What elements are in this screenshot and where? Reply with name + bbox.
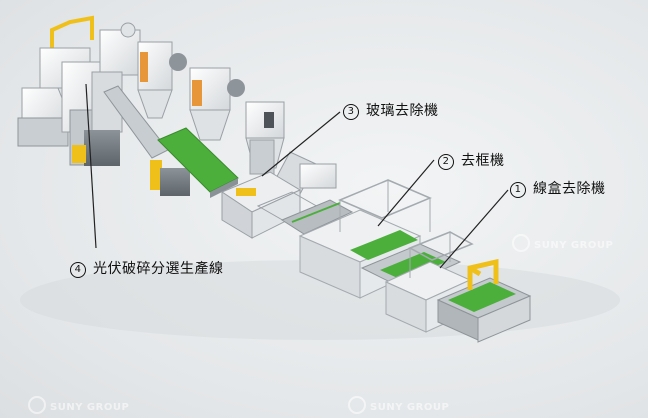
watermark-2: SUNY GROUP bbox=[28, 396, 129, 414]
transfer-conveyor-1 bbox=[280, 199, 354, 235]
glass-removal-machine bbox=[220, 171, 322, 239]
watermark-text-2: SUNY GROUP bbox=[50, 402, 130, 413]
dust-collector-3 bbox=[245, 101, 285, 175]
label-number-4: 4 bbox=[70, 262, 86, 278]
leader-line-1 bbox=[439, 189, 509, 269]
label-text-3: 玻璃去除機 bbox=[366, 103, 439, 119]
watermark-logo-icon bbox=[348, 396, 366, 414]
label-text-1: 線盒去除機 bbox=[533, 181, 606, 197]
watermark-text-1: SUNY GROUP bbox=[534, 240, 614, 251]
watermark-logo-icon bbox=[512, 234, 530, 252]
label-number-3: 3 bbox=[343, 104, 359, 120]
watermark-text-3: SUNY GROUP bbox=[370, 402, 450, 413]
label-text-2: 去框機 bbox=[461, 153, 505, 169]
leader-lines bbox=[85, 83, 509, 269]
label-frame-removal-machine: 2 去框機 bbox=[438, 150, 505, 170]
end-station bbox=[436, 258, 532, 343]
watermark-1: SUNY GROUP bbox=[512, 234, 613, 252]
label-junction-box-removal-machine: 1 線盒去除機 bbox=[510, 178, 606, 198]
leader-line-3 bbox=[261, 111, 341, 177]
label-number-1: 1 bbox=[510, 182, 526, 198]
label-crushing-sorting-line: 4 光伏破碎分選生產線 bbox=[70, 258, 224, 278]
watermark-3: SUNY GROUP bbox=[348, 396, 449, 414]
label-number-2: 2 bbox=[438, 154, 454, 170]
watermark-logo-icon bbox=[28, 396, 46, 414]
dust-collector-1 bbox=[137, 41, 187, 119]
inclined-conveyor bbox=[103, 85, 190, 196]
dust-collector-2 bbox=[189, 67, 245, 141]
yellow-pipe bbox=[50, 15, 94, 62]
label-glass-removal-machine: 3 玻璃去除機 bbox=[343, 100, 439, 120]
leader-line-4 bbox=[85, 83, 97, 249]
label-text-4: 光伏破碎分選生產線 bbox=[93, 261, 224, 277]
leader-line-2 bbox=[377, 159, 435, 227]
main-green-conveyor bbox=[157, 127, 239, 198]
